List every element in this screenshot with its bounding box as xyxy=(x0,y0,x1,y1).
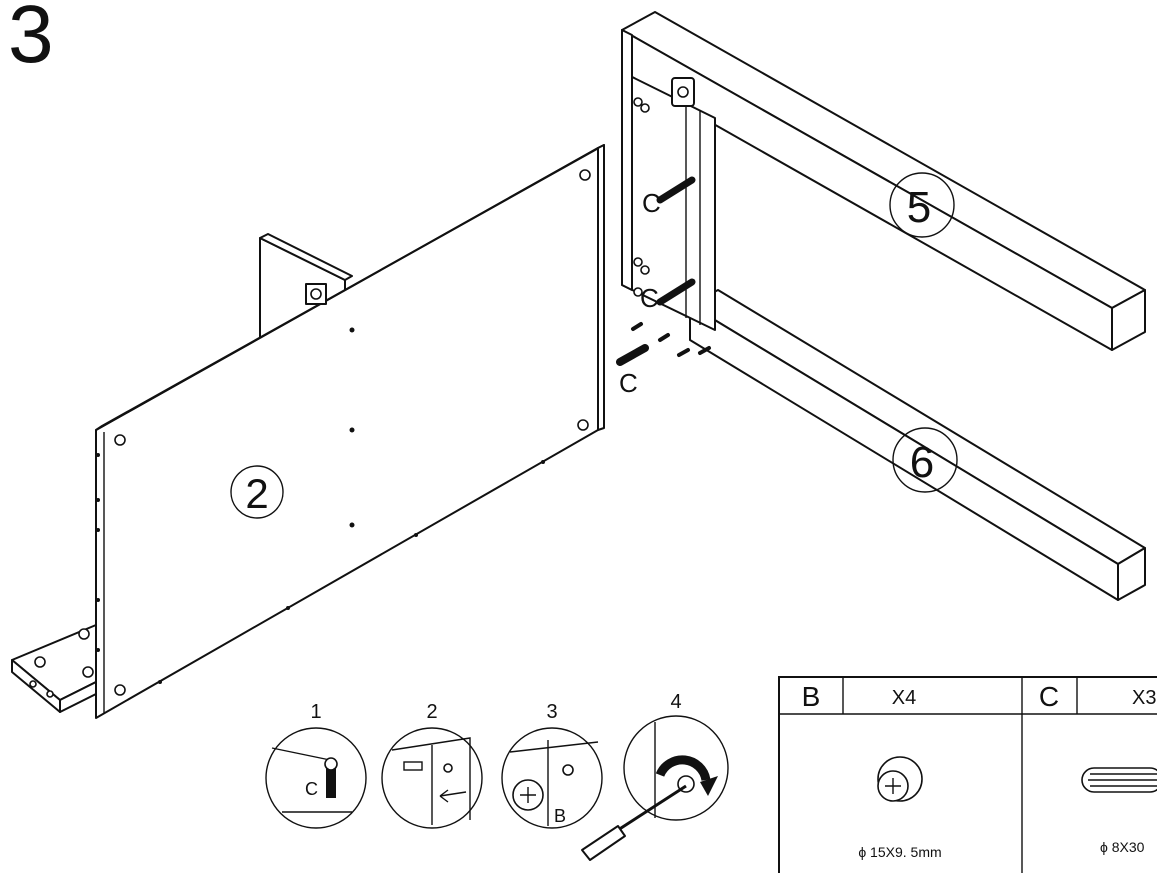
hardware-qty: X4 xyxy=(892,687,916,709)
substep-4: 4 xyxy=(581,691,729,861)
hardware-qty: X3 xyxy=(1132,687,1156,709)
step-number: 3 xyxy=(8,0,54,80)
hardware-table: B X4 ϕ 15X9. 5mm C X3 ϕ 8X30 xyxy=(778,676,1157,873)
substep-number: 4 xyxy=(670,691,681,713)
hardware-row-b: B X4 ϕ 15X9. 5mm xyxy=(802,681,942,860)
substep-1: 1 C xyxy=(265,701,367,829)
substep-2: 2 xyxy=(381,701,483,829)
substep-3: 3 B xyxy=(501,701,603,829)
rail-assembly: C C C 5 6 xyxy=(616,11,1146,601)
substep-number: 2 xyxy=(426,701,437,723)
hardware-spec: ϕ 8X30 xyxy=(1100,839,1145,855)
part-label-panel: 2 xyxy=(245,470,268,517)
substep-number: 1 xyxy=(310,701,321,723)
substep-tag: B xyxy=(554,806,566,826)
panel-2 xyxy=(95,147,599,719)
wood-dowel-icon xyxy=(1081,767,1157,793)
callout-dowel-lower: C xyxy=(640,283,659,313)
hardware-letter: C xyxy=(1039,681,1059,712)
substep-number: 3 xyxy=(546,701,557,723)
substep-tag: C xyxy=(305,779,318,799)
screwdriver-icon xyxy=(581,825,626,861)
panel-assembly: 2 xyxy=(11,144,605,719)
callout-dowel-upper: C xyxy=(642,188,661,218)
callout-dowel-front: C xyxy=(619,368,638,398)
cam-lock-icon xyxy=(877,756,923,802)
hardware-spec: ϕ 15X9. 5mm xyxy=(858,844,941,860)
rotate-arrow-icon xyxy=(655,755,711,782)
hardware-letter: B xyxy=(802,681,821,712)
part-label-top-rail: 5 xyxy=(907,183,931,232)
part-label-bottom-rail: 6 xyxy=(910,438,934,487)
hardware-row-c: C X3 ϕ 8X30 xyxy=(1039,681,1157,855)
